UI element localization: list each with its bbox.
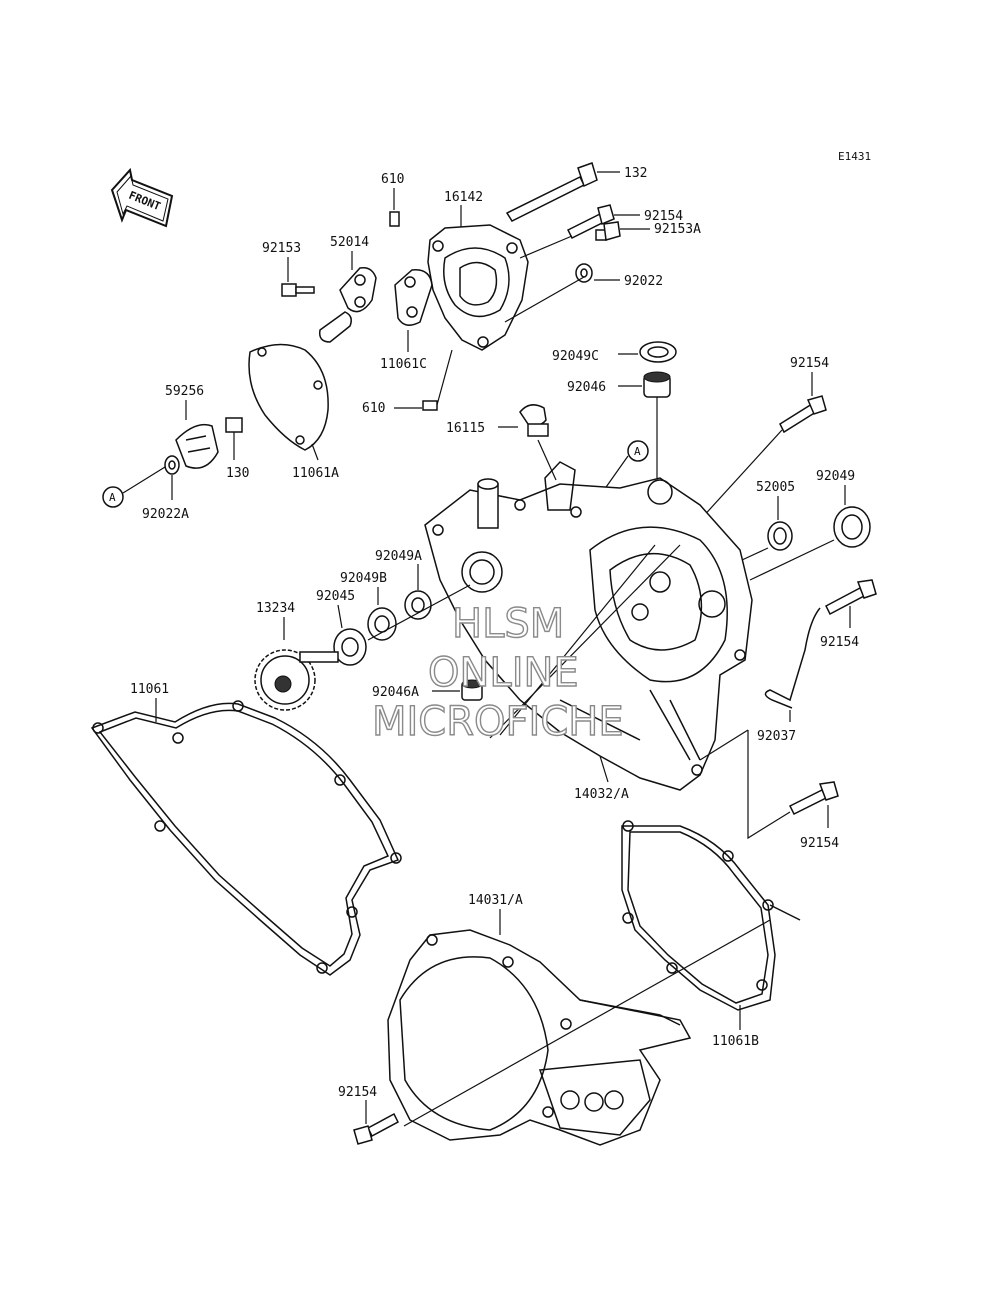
label-92022A: 92022A (142, 507, 189, 522)
label-92046: 92046 (567, 380, 606, 395)
marker-a-left (102, 486, 124, 508)
bolt-92153A (595, 221, 650, 241)
label-92046A: 92046A (372, 685, 419, 700)
clamp-wire-92037 (764, 607, 821, 709)
gasket-11061A (248, 343, 329, 451)
gasket-11061C (394, 269, 433, 326)
bolt-132 (505, 162, 620, 222)
label-92049A: 92049A (375, 549, 422, 564)
dowel-pin-610-top (389, 211, 400, 227)
label-92049B: 92049B (340, 571, 387, 586)
label-16115: 16115 (446, 421, 485, 436)
label-13234: 13234 (256, 601, 295, 616)
label-92153: 92153 (262, 241, 301, 256)
oil-filler-plug-16115 (519, 404, 549, 437)
dowel-pin-610-bottom (422, 400, 438, 411)
label-610-bottom: 610 (362, 401, 385, 416)
bolt-92154-lower (788, 781, 839, 816)
marker-a-right (627, 440, 649, 462)
washer-92022 (575, 263, 620, 283)
oil-seal-92049B (367, 607, 397, 641)
left-crankcase-cover-14031A (387, 929, 692, 1146)
label-132: 132 (624, 166, 647, 181)
ball-bearing-92045 (333, 628, 367, 666)
label-92037: 92037 (757, 729, 796, 744)
gasket-11061 (90, 700, 402, 976)
label-16142: 16142 (444, 190, 483, 205)
label-59256: 59256 (165, 384, 204, 399)
label-11061C: 11061C (380, 357, 427, 372)
water-pump-cover-16142 (427, 224, 529, 351)
reference-code: E1431 (838, 150, 871, 163)
label-14031A: 14031/A (468, 893, 523, 908)
watermark-line-2: ONLINE (428, 650, 579, 696)
label-52005: 52005 (756, 480, 795, 495)
marker-a-left-label: A (109, 491, 116, 504)
marker-a-right-label: A (634, 445, 641, 458)
label-92154-bottom: 92154 (338, 1085, 377, 1100)
front-direction-arrow: FRONT (110, 167, 174, 228)
gear-13234 (254, 649, 339, 711)
label-130: 130 (226, 466, 249, 481)
label-14032A: 14032/A (574, 787, 629, 802)
impeller-59256 (175, 423, 219, 469)
bolt-92153 (281, 283, 315, 297)
label-92049: 92049 (816, 469, 855, 484)
label-11061A: 11061A (292, 466, 339, 481)
gasket-11061B (621, 820, 801, 1011)
watermark-line-3: MICROFICHE (372, 699, 624, 745)
label-92154-right: 92154 (790, 356, 829, 371)
label-92045: 92045 (316, 589, 355, 604)
bolt-92154-mid (825, 579, 877, 616)
oil-seal-92049C (639, 341, 677, 363)
washer-92022A (164, 455, 180, 475)
watermark-line-1: HLSM (452, 601, 564, 647)
collar-52005 (767, 521, 793, 551)
right-crankcase-cover-14032A (424, 461, 753, 791)
label-92154-mid: 92154 (820, 635, 859, 650)
label-92049C: 92049C (552, 349, 599, 364)
bolt-92154-bottom (353, 1112, 399, 1145)
bolt-92154-right (779, 395, 827, 434)
oil-seal-92049A (404, 590, 432, 620)
label-92154-top: 92154 (644, 209, 683, 224)
needle-bearing-92046 (643, 371, 671, 398)
label-92022: 92022 (624, 274, 663, 289)
label-610-top: 610 (381, 172, 404, 187)
bolt-92154-top (566, 204, 640, 240)
label-11061B: 11061B (712, 1034, 759, 1049)
oil-seal-92049 (833, 506, 871, 548)
bolt-130 (225, 417, 243, 433)
label-92153A: 92153A (654, 222, 701, 237)
water-pipe-52014 (318, 266, 377, 343)
label-11061: 11061 (130, 682, 169, 697)
label-52014: 52014 (330, 235, 369, 250)
label-92154-lower: 92154 (800, 836, 839, 851)
needle-bearing-92046A (461, 679, 483, 701)
